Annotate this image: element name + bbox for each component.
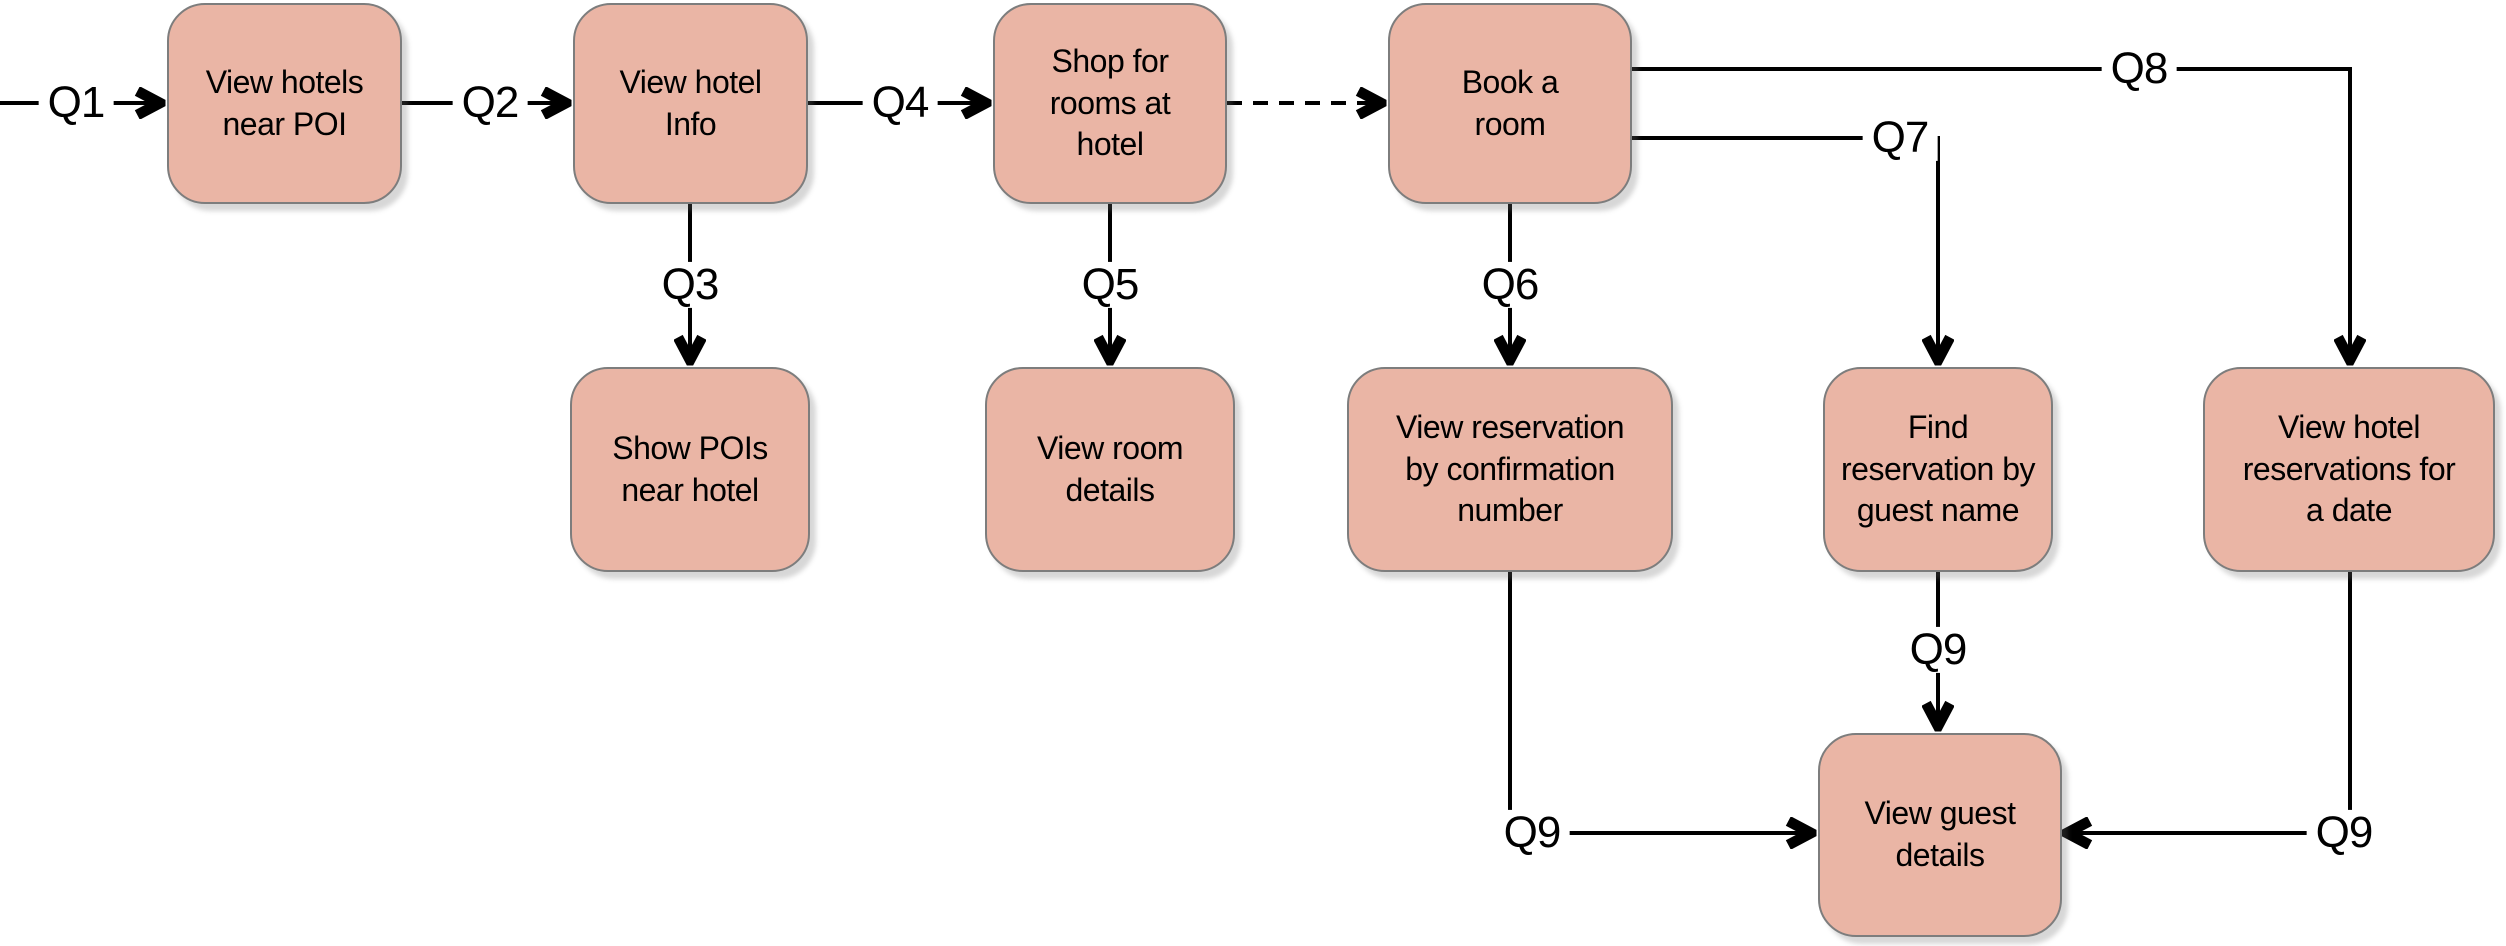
node-view-reservation-by-confirmation-number: View reservation by confirmation number: [1347, 367, 1673, 572]
node-view-room-details: View room details: [985, 367, 1235, 572]
node-label: Book a room: [1461, 63, 1559, 142]
edge-label-q3: Q3: [652, 261, 728, 309]
node-view-guest-details: View guest details: [1818, 733, 2062, 937]
node-label: Show POIs near hotel: [612, 429, 768, 508]
node-label: View hotel Info: [619, 63, 762, 142]
edge-label-q9-confirmation-to-guest: Q9: [1494, 809, 1570, 857]
node-view-hotel-reservations-for-a-date: View hotel reservations for a date: [2203, 367, 2495, 572]
node-find-reservation-by-guest-name: Find reservation by guest name: [1823, 367, 2053, 572]
node-label: Shop for rooms at hotel: [1049, 43, 1171, 163]
edge-label-q9-date-to-guest: Q9: [2306, 809, 2382, 857]
edge-label-q5: Q5: [1072, 261, 1148, 309]
node-label: View hotel reservations for a date: [2242, 409, 2456, 529]
node-label: View guest details: [1864, 795, 2016, 873]
node-view-hotels-near-poi: View hotels near POI: [167, 3, 402, 204]
edge-label-q6: Q6: [1472, 261, 1548, 309]
node-view-hotel-info: View hotel Info: [573, 3, 808, 204]
node-label: Find reservation by guest name: [1841, 409, 2035, 529]
node-show-pois-near-hotel: Show POIs near hotel: [570, 367, 810, 572]
edge-label-q9-find-to-guest: Q9: [1900, 626, 1976, 674]
node-shop-for-rooms-at-hotel: Shop for rooms at hotel: [993, 3, 1227, 204]
node-book-a-room: Book a room: [1388, 3, 1632, 204]
edge-label-q1: Q1: [38, 79, 114, 127]
edge-label-q2: Q2: [452, 79, 528, 127]
node-label: View room details: [1036, 429, 1184, 508]
edge-q7: [1632, 136, 1938, 360]
edge-label-q8: Q8: [2101, 45, 2177, 93]
edge-q8: [1632, 67, 2350, 360]
edge-q9-confirmation-to-guest: [1508, 572, 1811, 833]
edge-label-q4: Q4: [862, 79, 938, 127]
node-label: View hotels near POI: [205, 63, 364, 142]
node-label: View reservation by confirmation number: [1396, 409, 1624, 529]
edge-label-q7: Q7: [1862, 114, 1938, 162]
edge-q9-date-to-guest: [2067, 572, 2352, 833]
